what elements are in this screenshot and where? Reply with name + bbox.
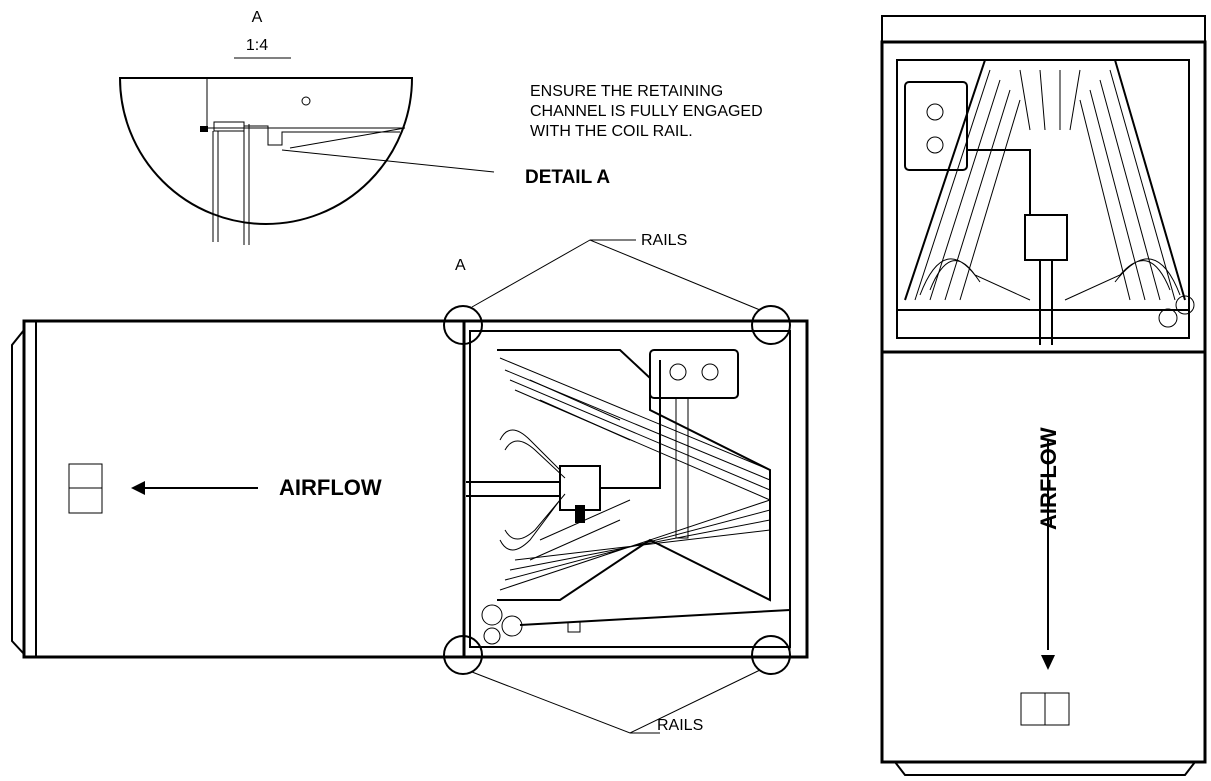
vertical-unit: AIRFLOW — [880, 15, 1207, 776]
coil-fins — [529, 379, 631, 561]
rails-top-leader — [471, 239, 761, 311]
detail-leader-line-2 — [289, 127, 406, 149]
vertical-line-set-panel — [904, 81, 968, 171]
detail-scale: 1:4 — [246, 37, 268, 54]
airflow-arrow-head — [131, 481, 145, 495]
refrigerant-lines — [466, 360, 661, 497]
coil-rail — [212, 121, 250, 245]
coil-outline — [497, 349, 771, 602]
note-line-2: CHANNEL IS FULLY ENGAGED — [530, 103, 763, 120]
liquid-port — [701, 363, 719, 381]
vertical-suction-port — [926, 103, 944, 121]
suction-port — [669, 363, 687, 381]
channel-tab — [200, 126, 208, 132]
lower-coil-slab — [499, 499, 771, 591]
top-flange — [881, 15, 1206, 43]
vertical-cabinet-body — [880, 350, 1207, 764]
line-set-panel — [649, 349, 739, 399]
vertical-coil-left-slab — [914, 69, 1021, 301]
rails-bottom-label: RAILS — [657, 717, 703, 734]
vertical-drain-fitting-2 — [1175, 295, 1195, 315]
detail-leader-line — [281, 149, 495, 173]
note-line-1: ENSURE THE RETAINING — [530, 83, 723, 100]
airflow-horizontal-label: AIRFLOW — [279, 475, 382, 500]
vertical-distributor-tubes — [919, 258, 1181, 301]
drain-pan-edge — [519, 609, 791, 626]
detail-letter: A — [252, 9, 263, 26]
vertical-pipe — [675, 397, 689, 539]
drain-fitting-1 — [481, 604, 503, 626]
vertical-coil-compartment — [880, 40, 1207, 354]
vertical-coil-fins — [1019, 69, 1081, 131]
detail-circle-boundary — [118, 77, 414, 225]
vertical-airflow-arrow-head — [1041, 655, 1055, 670]
rail-circle-bottom-right — [751, 635, 791, 675]
vertical-drain-fitting-1 — [1158, 308, 1178, 328]
drain-clip — [567, 621, 581, 633]
rail-circle-top-right — [751, 305, 791, 345]
note-line-3: WITH THE COIL RAIL. — [530, 123, 693, 140]
vertical-expansion-valve — [1024, 214, 1068, 261]
drain-fitting-3 — [483, 627, 501, 645]
coil-compartment — [462, 319, 809, 659]
section-marker-a: A — [455, 257, 466, 274]
detail-a-view: A 1:4 — [118, 9, 495, 245]
retaining-channel — [244, 125, 400, 146]
drain-fitting-2 — [501, 615, 523, 637]
airflow-vertical-label: AIRFLOW — [1036, 427, 1061, 530]
bottom-flange — [894, 761, 1196, 776]
vertical-pipe-run — [967, 149, 1031, 215]
vertical-refrigerant-lines — [1039, 260, 1053, 345]
valve-stem — [575, 505, 585, 523]
vertical-coil-right-slab — [1079, 69, 1176, 301]
left-flange — [11, 329, 25, 655]
detail-title: DETAIL A — [525, 167, 610, 188]
vertical-liquid-port — [926, 136, 944, 154]
rail-circle-top-left — [443, 305, 483, 345]
distributor-tubes — [499, 429, 566, 551]
note-block: ENSURE THE RETAINING CHANNEL IS FULLY EN… — [525, 83, 763, 188]
rails-bottom-leader — [471, 669, 761, 734]
vertical-coil-outline — [904, 59, 1186, 301]
upper-coil-slab — [499, 357, 771, 501]
rails-top-label: RAILS — [641, 232, 687, 249]
expansion-valve — [559, 465, 601, 511]
screw-hole — [301, 96, 311, 106]
rail-circle-bottom-left — [443, 635, 483, 675]
horizontal-unit: AIRFLOW RAILS RAIL — [11, 232, 809, 734]
